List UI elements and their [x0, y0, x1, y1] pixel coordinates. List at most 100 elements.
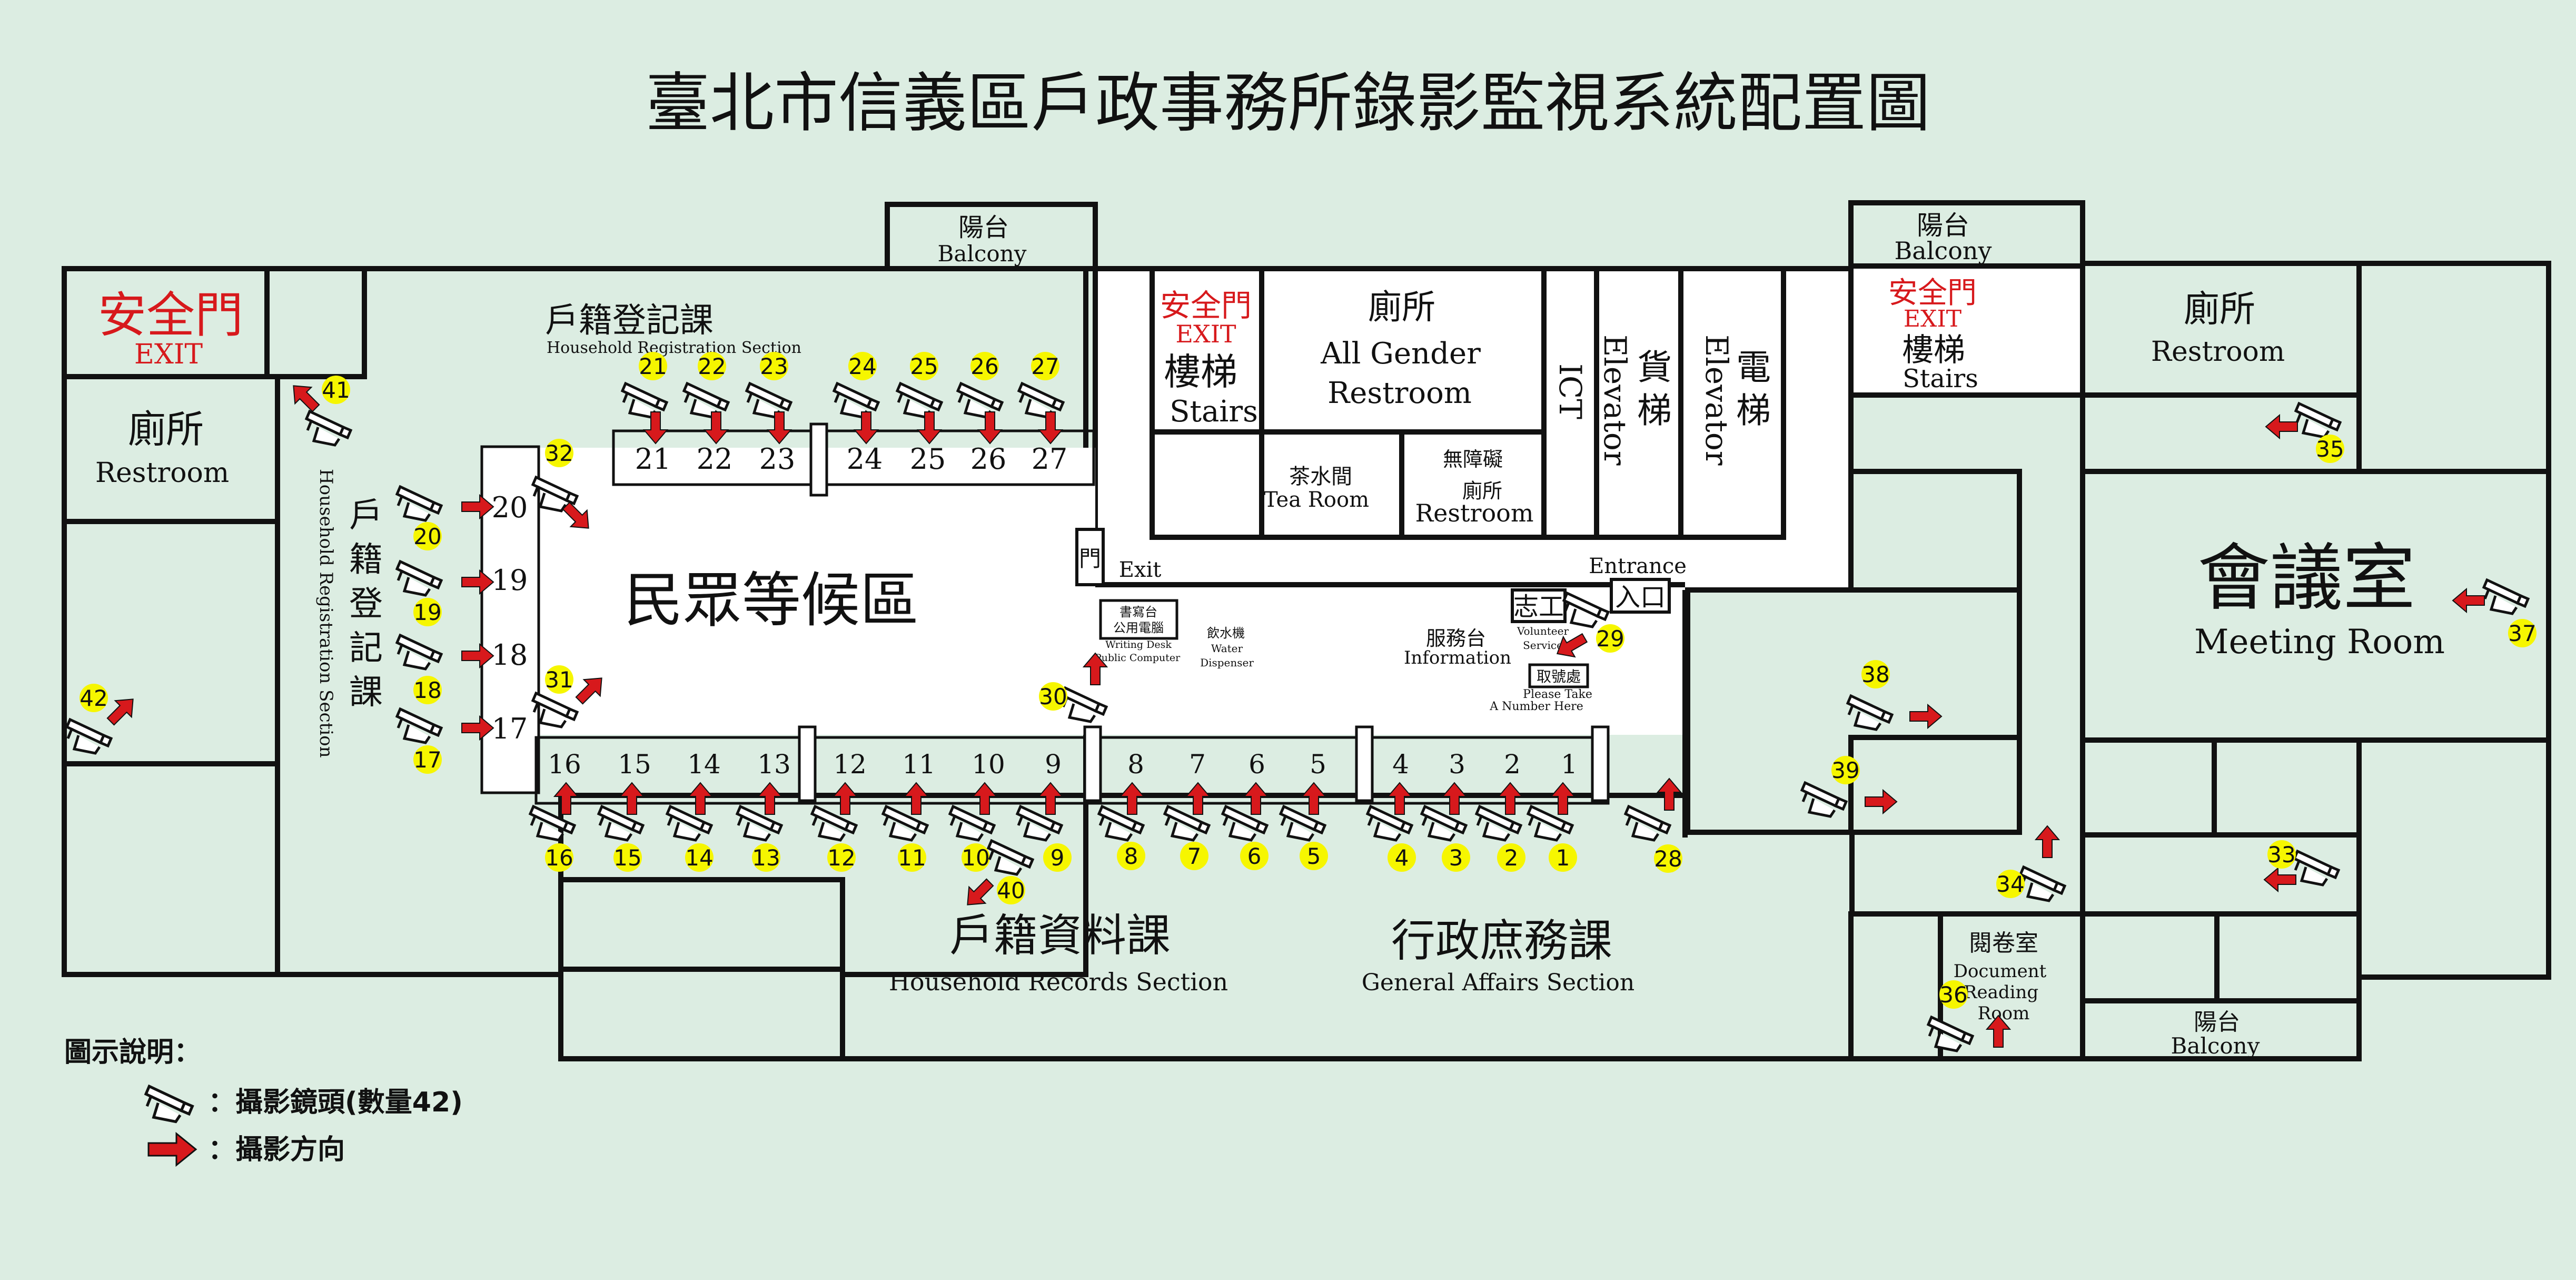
camera-3: 3 — [1422, 782, 1470, 872]
camera-number: 19 — [413, 599, 441, 625]
volunteer-zh: 志工 — [1513, 592, 1564, 622]
legend-title: 圖示說明： — [64, 1037, 201, 1068]
take-number-en2: A Number Here — [1489, 700, 1583, 713]
direction-arrow-icon — [1550, 782, 1576, 815]
camera-number: 18 — [413, 677, 441, 703]
camera-badge — [413, 676, 442, 704]
camera-number: 10 — [962, 845, 989, 871]
camera-badge — [2508, 619, 2537, 647]
counter-number: 23 — [759, 442, 796, 476]
legend-direction-text: ：攝影方向 — [208, 1134, 345, 1166]
direction-arrow-icon — [972, 782, 998, 815]
household-registration-left-en: Household Registration Section — [315, 469, 336, 757]
take-number-en1: Please Take — [1523, 688, 1592, 701]
exit-mid-en: EXIT — [1175, 320, 1236, 348]
water-dispenser-zh: 飲水機 — [1207, 626, 1245, 641]
legend-arrow-icon — [147, 1131, 197, 1167]
camera-number: 27 — [1031, 353, 1059, 379]
camera-badge — [970, 352, 999, 380]
counter-number: 24 — [847, 442, 883, 476]
tea-room-en: Tea Room — [1264, 488, 1369, 512]
all-gender-zh: 廁所 — [1368, 288, 1435, 327]
camera-badge — [1388, 843, 1416, 872]
tea-room-zh: 茶水間 — [1289, 465, 1352, 489]
camera-number: 17 — [413, 747, 441, 773]
camera-number: 22 — [698, 353, 726, 379]
camera-badge — [1300, 842, 1328, 870]
direction-arrow-icon — [1037, 782, 1064, 815]
camera-22: 22 — [684, 352, 728, 445]
camera-35: 35 — [2265, 403, 2344, 463]
writing-desk-zh2: 公用電腦 — [1113, 621, 1164, 635]
entrance-en: Entrance — [1589, 554, 1687, 578]
reading-room-en3: Room — [1978, 1003, 2030, 1024]
camera-number: 12 — [827, 845, 855, 871]
direction-arrow-icon — [553, 782, 579, 815]
all-gender-restroom-room — [1259, 266, 1547, 435]
household-records-zh: 戶籍資料課 — [949, 910, 1171, 961]
camera-badge — [1996, 870, 2025, 898]
direction-arrow-icon — [619, 782, 645, 815]
direction-arrow-icon — [977, 411, 1003, 445]
camera-38: 38 — [1848, 660, 1943, 730]
legend-camera-icon — [146, 1086, 192, 1121]
counter-number: 6 — [1249, 749, 1265, 780]
camera-27: 27 — [1019, 352, 1063, 445]
stairs-mid-zh: 樓梯 — [1164, 350, 1237, 393]
camera-badge — [1442, 843, 1470, 872]
balcony-right-top-zh: 陽台 — [1917, 210, 1969, 241]
direction-arrow-icon — [967, 878, 994, 905]
direction-arrow-icon — [1082, 652, 1108, 685]
camera-31: 31 — [533, 665, 602, 727]
camera-number: 33 — [2267, 842, 2295, 868]
camera-32: 32 — [533, 439, 589, 529]
camera-number: 42 — [80, 685, 107, 711]
legend-camera-text: ：攝影鏡頭(數量42) — [208, 1087, 463, 1118]
camera-number: 11 — [898, 845, 926, 871]
camera-34: 34 — [1996, 825, 2065, 901]
camera-number: 26 — [970, 353, 998, 379]
direction-arrow-icon — [1656, 777, 1682, 811]
camera-badge — [962, 843, 990, 872]
camera-badge — [997, 876, 1025, 904]
camera-number: 9 — [1051, 845, 1065, 871]
counter-number: 20 — [492, 491, 528, 524]
direction-arrow-icon — [687, 782, 714, 815]
direction-arrow-icon — [757, 782, 783, 815]
exit-left-zh: 安全門 — [98, 287, 243, 343]
exit-stairs-mid-room — [1150, 266, 1264, 435]
exit-right-en: EXIT — [1904, 306, 1961, 332]
camera-number: 35 — [2316, 436, 2344, 462]
restroom-right-room — [2080, 261, 2362, 398]
counter-number: 3 — [1449, 749, 1465, 780]
direction-arrow-icon — [1556, 633, 1588, 658]
cctv-camera-icon — [2020, 867, 2065, 901]
camera-number: 7 — [1187, 843, 1202, 869]
camera-number: 4 — [1395, 845, 1409, 871]
freight-elevator-zh: 貨梯 — [1637, 347, 1672, 431]
camera-number: 6 — [1247, 843, 1262, 869]
camera-badge — [2267, 840, 2296, 869]
camera-badge — [827, 843, 856, 872]
camera-20: 20 — [397, 487, 494, 550]
camera-number: 8 — [1124, 843, 1138, 869]
camera-number: 23 — [760, 353, 788, 379]
direction-arrow-icon — [916, 411, 943, 445]
camera-badge — [1039, 682, 1067, 711]
counter-number: 8 — [1127, 749, 1144, 780]
camera-12: 12 — [812, 782, 858, 872]
direction-arrow-icon — [903, 782, 929, 815]
cctv-camera-icon — [1368, 806, 1412, 840]
household-registration-top-en: Household Registration Section — [547, 339, 801, 357]
camera-number: 16 — [545, 845, 573, 871]
camera-number: 37 — [2508, 621, 2536, 646]
direction-arrow-icon — [853, 411, 879, 445]
household-records-en: Household Records Section — [889, 968, 1228, 996]
camera-1: 1 — [1528, 782, 1577, 872]
direction-arrow-icon — [562, 501, 589, 529]
camera-number: 30 — [1039, 684, 1067, 710]
camera-number: 31 — [545, 667, 573, 693]
direction-arrow-icon — [2263, 867, 2296, 893]
camera-badge — [1831, 756, 1860, 784]
